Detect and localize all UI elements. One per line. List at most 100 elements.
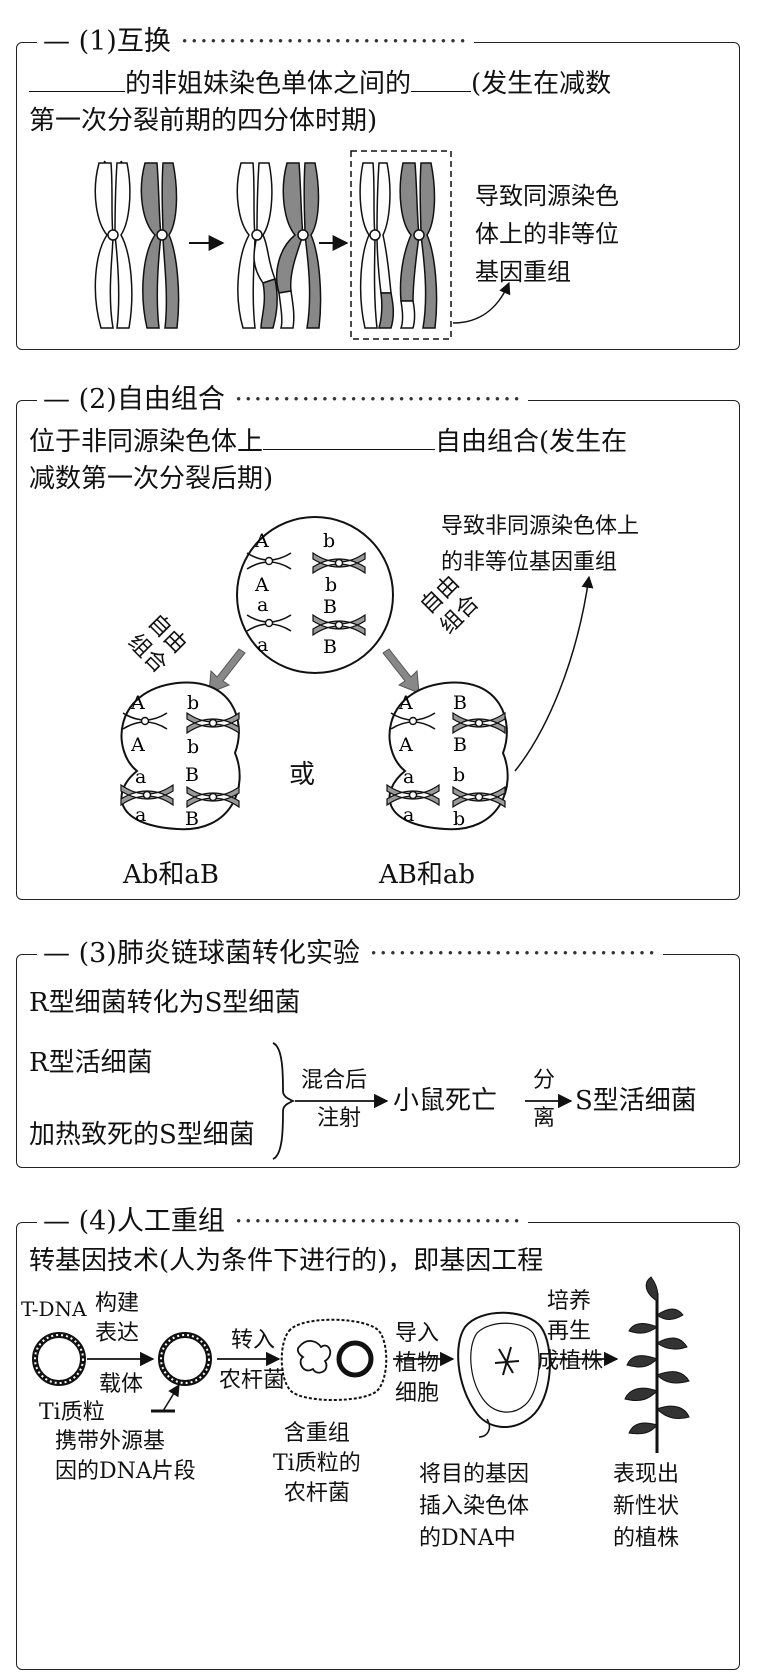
label-line: 细胞	[395, 1381, 440, 1406]
label-line: 表达	[95, 1321, 140, 1346]
fill-blank	[411, 65, 472, 92]
label-line: 再生	[547, 1319, 592, 1344]
plant-label: 表现出 新性状 的植株	[613, 1459, 679, 1555]
agrobacterium-icon	[280, 1318, 388, 1401]
allele-label: B	[453, 692, 467, 714]
recombination-note: 导致非同源染色体上 的非等位基因重组	[441, 509, 639, 581]
crossing-over-diagram	[94, 150, 511, 340]
daughter-cells-left: A A a a b b B B	[120, 681, 241, 831]
ti-plasmid-label: Ti质粒	[39, 1400, 105, 1425]
allele-label: a	[135, 766, 146, 788]
label-line: 插入染色体	[419, 1494, 530, 1519]
label-line: 农杆菌	[283, 1481, 350, 1506]
panel-crossing-over: (1)互换 的非姐妹染色单体之间的 (发生在减数 第一次分裂前期的四分体时期)	[16, 26, 740, 350]
text-line: 转基因技术(人为条件下进行的)，即基因工程	[29, 1246, 544, 1276]
result-left-label: Ab和aB	[123, 860, 220, 890]
tdna-label: T-DNA	[21, 1297, 87, 1321]
allele-label: B	[185, 764, 199, 786]
result-right-label: AB和ab	[379, 860, 476, 890]
allele-label: B	[185, 808, 199, 830]
label-line: 新性状	[613, 1494, 680, 1519]
agrobacterium-label: 含重组 Ti质粒的 农杆菌	[273, 1419, 361, 1509]
outcome-mouse: 小鼠死亡	[393, 1086, 498, 1116]
text-segment: 自由组合(发生在	[435, 427, 628, 457]
allele-label: A	[130, 692, 145, 714]
allele-label: b	[323, 530, 335, 552]
recombination-arrow	[514, 575, 594, 772]
allele-label: b	[187, 692, 199, 714]
vector-label: 载体	[99, 1372, 144, 1397]
allele-label: a	[135, 804, 146, 826]
result-highlight-box	[350, 150, 452, 340]
label-line: 表现出	[613, 1462, 680, 1487]
panel-title: (3)肺炎链球菌转化实验	[37, 938, 663, 970]
label-line: 含重组	[283, 1421, 350, 1446]
label-line: 培养	[547, 1289, 592, 1314]
panel-title: (4)人工重组	[37, 1206, 528, 1238]
note-line: 基因重组	[475, 258, 571, 286]
arrow2-top: 分	[533, 1068, 556, 1093]
allele-label: A	[398, 734, 413, 756]
label-line: 转入	[231, 1328, 276, 1353]
foreign-dna-pointer	[162, 1383, 180, 1412]
panel-independent-assortment: (2)自由组合 位于非同源染色体上 自由组合(发生在 减数第一次分裂后期)	[16, 384, 740, 900]
text-segment: (发生在减数	[471, 69, 612, 99]
or-label: 或	[289, 760, 316, 790]
chromosome-pair-stage-2	[236, 162, 322, 329]
daughter-cells-right: A A a a B B b b	[386, 681, 509, 831]
text-segment: 位于非同源染色体上	[29, 427, 264, 457]
chromosome-pair-stage-3	[359, 162, 438, 329]
allele-label: A	[254, 574, 269, 596]
label-line: 导入	[395, 1321, 440, 1346]
build-label: 构建 表达	[95, 1289, 139, 1349]
label-line: 构建	[95, 1291, 140, 1316]
arrow-condition-top: 混合后	[301, 1068, 368, 1093]
text-line: 第一次分裂前期的四分体时期)	[29, 106, 378, 136]
allele-label: B	[323, 596, 337, 618]
arrow-condition-bottom: 注射	[317, 1106, 362, 1131]
allele-label: b	[325, 574, 337, 596]
panel-title: (2)自由组合	[37, 384, 528, 416]
arrow2-bottom: 离	[533, 1106, 556, 1131]
allele-label: b	[187, 736, 199, 758]
allele-label: b	[453, 764, 465, 786]
label-line: 成植株	[537, 1349, 604, 1374]
allele-label: a	[403, 766, 414, 788]
label-line: 将目的基因	[419, 1462, 530, 1487]
recombinant-plasmid-icon	[158, 1332, 212, 1386]
brace	[272, 1042, 296, 1160]
parent-cell: A A a a b b B B	[236, 516, 394, 674]
fill-blank	[29, 65, 125, 92]
label-line: 携带外源基	[55, 1429, 166, 1454]
reactant-bottom: 加热致死的S型细菌	[29, 1120, 255, 1150]
label-line: 的植株	[613, 1526, 680, 1551]
allele-label: B	[323, 636, 337, 658]
culture-label: 培养 再生 成植株	[537, 1287, 603, 1377]
chromosome-pair-stage-1	[94, 160, 180, 329]
outcome-bacteria: S型活细菌	[575, 1086, 697, 1116]
fill-blank	[263, 423, 436, 450]
reactant-top: R型活细菌	[29, 1048, 153, 1078]
result-note: 导致同源染色 体上的非等位 基因重组	[475, 177, 619, 291]
plant-icon	[624, 1276, 690, 1453]
allele-label: A	[398, 692, 413, 714]
allele-label: a	[257, 594, 268, 616]
panel-title: (1)互换	[37, 26, 474, 58]
note-line: 导致同源染色	[475, 182, 619, 210]
text-segment: 的非姐妹染色单体之间的	[125, 69, 412, 99]
plant-cell-icon	[457, 1311, 551, 1438]
foreign-dna-label: 携带外源基 因的DNA片段	[55, 1427, 196, 1487]
genetic-engineering-flow	[32, 1276, 690, 1453]
label-line: Ti质粒的	[273, 1451, 361, 1476]
allele-label: b	[453, 808, 465, 830]
panel-genetic-engineering: (4)人工重组 转基因技术(人为条件下进行的)，即基因工程	[16, 1206, 740, 1670]
left-division-arrow	[208, 648, 246, 694]
text-line: 减数第一次分裂后期)	[29, 464, 274, 494]
text-line: 的非姐妹染色单体之间的 (发生在减数	[29, 65, 611, 102]
text-line: 位于非同源染色体上 自由组合(发生在	[29, 423, 627, 460]
allele-label: a	[257, 634, 268, 656]
note-line: 的非等位基因重组	[441, 550, 618, 575]
note-line: 体上的非等位	[475, 220, 619, 248]
panel-transformation-experiment: (3)肺炎链球菌转化实验 R型细菌转化为S型细菌 R型活细菌 加热致死的S型细菌…	[16, 938, 740, 1168]
import-label: 导入 植物 细胞	[395, 1319, 439, 1409]
